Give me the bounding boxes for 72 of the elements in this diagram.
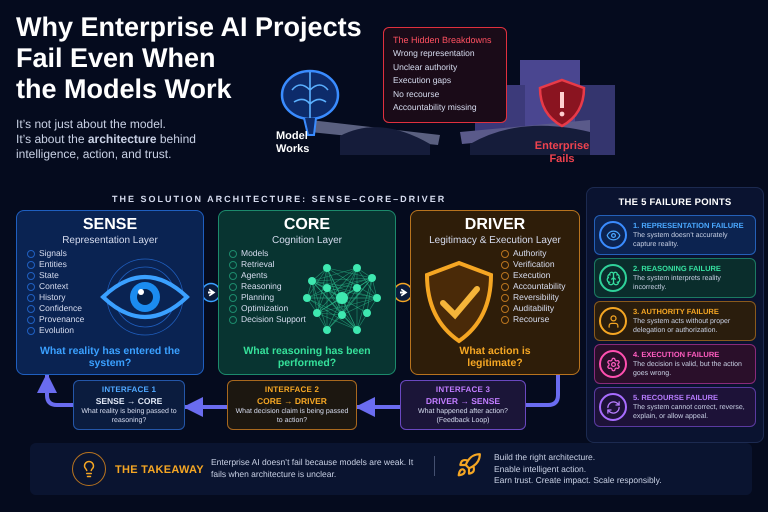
page-title: Why Enterprise AI Projects Fail Even When the Models Work xyxy=(16,12,363,105)
panel-heading: SENSE xyxy=(82,217,138,233)
list-item: History xyxy=(39,292,66,303)
list-item: Models xyxy=(241,248,268,259)
takeaway-heading: THE TAKEAWAY xyxy=(115,463,204,478)
failure-card xyxy=(594,344,756,384)
panel-heading: DRIVER xyxy=(464,217,526,233)
interface-box xyxy=(227,380,357,430)
breakdown-item: Unclear authority xyxy=(393,60,458,74)
illustration-caption: Enterprise Fails xyxy=(534,140,590,166)
subtitle-line: intelligence, action, and trust. xyxy=(16,147,172,162)
failure-panel xyxy=(586,187,764,443)
layer-panel xyxy=(410,210,580,375)
interface-title: INTERFACE 3 xyxy=(436,385,490,395)
box-heading: The Hidden Breakdowns xyxy=(393,34,493,47)
failure-card xyxy=(594,301,756,342)
panel-question: What action is legitimate? xyxy=(458,345,532,369)
flow-arrow xyxy=(355,397,400,417)
illustration-caption: Model Works xyxy=(276,130,310,156)
list-item: Evolution xyxy=(39,325,74,336)
list-item: Retrieval xyxy=(241,259,275,270)
list-item: Optimization xyxy=(241,303,288,314)
section-heading: THE SOLUTION ARCHITECTURE: SENSE–CORE–DRIVER xyxy=(112,193,446,206)
list-item: Accountability xyxy=(513,281,566,292)
list-item: Authority xyxy=(513,248,547,259)
closing-line: Earn trust. Create impact. Scale responsibly. xyxy=(494,475,662,486)
list-item: Entities xyxy=(39,259,67,270)
breakdown-item: No recourse xyxy=(393,88,440,100)
failure-card xyxy=(594,215,756,256)
failure-card xyxy=(594,387,756,428)
list-item: Context xyxy=(39,281,68,292)
subtitle-line: It’s about the architecture behind xyxy=(16,132,196,147)
layer-panel xyxy=(16,210,204,375)
interface-flow: CORE → DRIVER xyxy=(257,395,327,407)
list-item: Signals xyxy=(39,248,67,259)
breakdown-item: Accountability missing xyxy=(393,101,478,114)
interface-box xyxy=(400,380,526,430)
list-item: Reasoning xyxy=(241,281,282,292)
closing-line: Build the right architecture. xyxy=(494,452,596,464)
interface-flow: DRIVER → SENSE xyxy=(426,395,500,407)
subtitle-line: It’s not just about the model. xyxy=(16,117,167,132)
list-item: Planning xyxy=(241,292,274,303)
list-item: Agents xyxy=(241,270,268,281)
interface-box xyxy=(73,380,185,430)
interface-flow: SENSE → CORE xyxy=(96,395,162,407)
closing-line: Enable intelligent action. xyxy=(494,464,588,475)
panel-heading: CORE xyxy=(282,217,332,233)
breakdown-item: Wrong representation xyxy=(393,47,476,60)
flow-arrow xyxy=(37,373,73,407)
panel-question: What reasoning has been performed? xyxy=(242,345,372,369)
list-item: Auditability xyxy=(513,303,554,314)
list-item: Reversibility xyxy=(513,292,559,303)
panel-question: What reality has entered the system? xyxy=(38,345,182,369)
failure-card xyxy=(594,258,756,298)
interface-title: INTERFACE 2 xyxy=(264,385,320,395)
list-item: Confidence xyxy=(39,303,82,314)
list-item: State xyxy=(39,270,59,281)
panel-subtitle: Cognition Layer xyxy=(270,236,344,246)
panel-heading: THE 5 FAILURE POINTS xyxy=(618,196,732,210)
flow-arrow xyxy=(183,397,227,417)
layer-panel xyxy=(218,210,396,375)
panel-subtitle: Legitimacy & Execution Layer xyxy=(428,236,562,246)
list-item: Recourse xyxy=(513,314,550,325)
takeaway-text: Enterprise AI doesn’t fail because models are weak. It fails when architecture is unclear. xyxy=(211,456,414,480)
list-item: Verification xyxy=(513,259,555,270)
list-item: Decision Support xyxy=(241,314,306,325)
list-item: Execution xyxy=(513,270,550,281)
breakdown-item: Execution gaps xyxy=(393,74,452,87)
list-item: Provenance xyxy=(39,314,84,325)
breakdowns-box xyxy=(383,27,507,123)
interface-title: INTERFACE 1 xyxy=(102,385,156,395)
panel-subtitle: Representation Layer xyxy=(61,236,159,246)
